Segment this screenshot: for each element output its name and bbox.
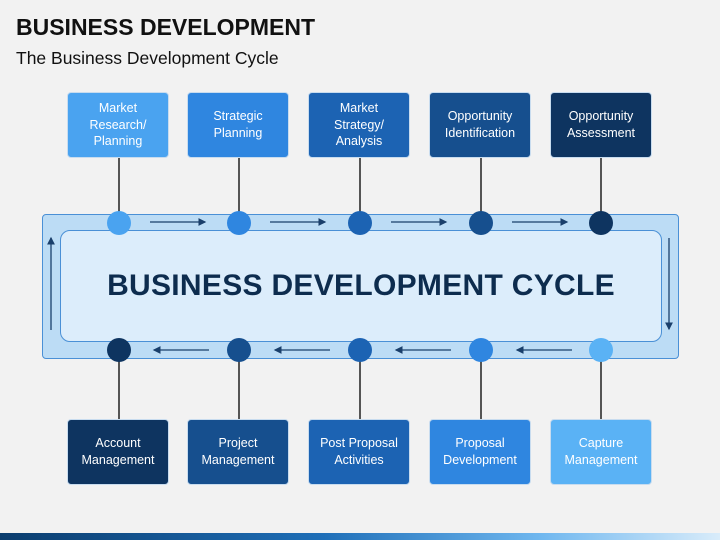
stage-label: Strategic Planning (213, 109, 263, 140)
stage-node (589, 338, 613, 362)
stage-box-proposal-development: Proposal Development (429, 419, 531, 485)
connector-line (118, 157, 120, 223)
footer-gradient-bar (0, 533, 720, 540)
stage-label: Project Management (201, 436, 275, 467)
stage-label: Market Research/ Planning (89, 100, 147, 149)
stage-label: Opportunity Assessment (566, 109, 636, 140)
connector-line (238, 157, 240, 223)
stage-box-market-research: Market Research/ Planning (67, 92, 169, 158)
stage-label: Post Proposal Activities (320, 436, 398, 467)
cycle-inner-panel (60, 230, 662, 342)
connector-line (118, 350, 120, 420)
stage-box-account-management: Account Management (67, 419, 169, 485)
stage-box-post-proposal-activities: Post Proposal Activities (308, 419, 410, 485)
stage-label: Opportunity Identification (444, 109, 516, 140)
stage-node (107, 338, 131, 362)
stage-box-capture-management: Capture Management (550, 419, 652, 485)
stage-node (469, 211, 493, 235)
stage-node (348, 211, 372, 235)
stage-label: Proposal Development (443, 436, 517, 467)
connector-line (359, 157, 361, 223)
stage-node (107, 211, 131, 235)
connector-line (600, 157, 602, 223)
stage-label: Market Strategy/ Analysis (333, 100, 385, 149)
stage-box-opportunity-assessment: Opportunity Assessment (550, 92, 652, 158)
stage-node (227, 338, 251, 362)
stage-node (348, 338, 372, 362)
page-subtitle: The Business Development Cycle (16, 48, 279, 68)
cycle-center-label: BUSINESS DEVELOPMENT CYCLE (107, 269, 615, 302)
stage-box-market-strategy: Market Strategy/ Analysis (308, 92, 410, 158)
stage-box-opportunity-identification: Opportunity Identification (429, 92, 531, 158)
connector-line (238, 350, 240, 420)
connector-line (480, 157, 482, 223)
stage-box-strategic-planning: Strategic Planning (187, 92, 289, 158)
page-title: BUSINESS DEVELOPMENT (16, 14, 316, 40)
stage-box-project-management: Project Management (187, 419, 289, 485)
stage-node (589, 211, 613, 235)
stage-label: Account Management (81, 436, 155, 467)
stage-label: Capture Management (564, 436, 638, 467)
connector-line (480, 350, 482, 420)
stage-node (469, 338, 493, 362)
stage-node (227, 211, 251, 235)
connector-line (600, 350, 602, 420)
connector-line (359, 350, 361, 420)
